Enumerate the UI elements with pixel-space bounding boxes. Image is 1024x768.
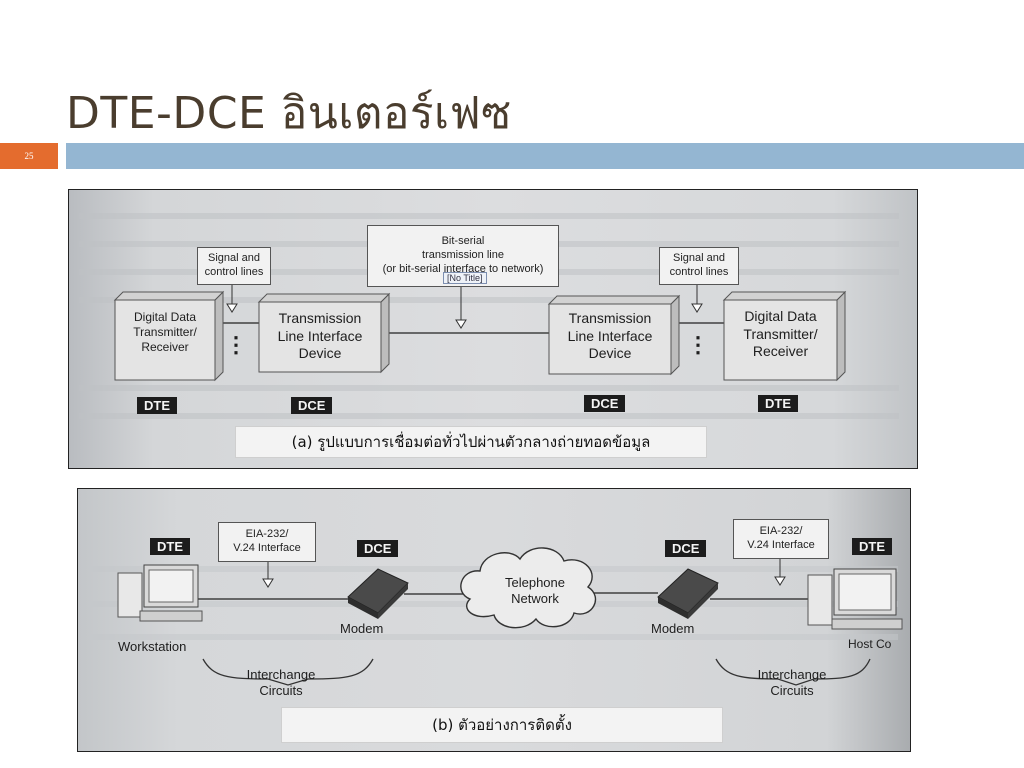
dte-left-tag: DTE bbox=[137, 397, 177, 414]
dte-left-tag: DTE bbox=[150, 538, 190, 555]
dce-right-tag: DCE bbox=[665, 540, 707, 557]
host-computer-icon bbox=[807, 568, 903, 630]
signal-lines-text: Signal and control lines bbox=[204, 252, 264, 278]
dots-right: ⋮ bbox=[687, 332, 709, 357]
interchange-circuits-right: Interchange Circuits bbox=[757, 667, 827, 699]
box-dce-right bbox=[547, 294, 681, 376]
signal-lines-text: Signal and control lines bbox=[669, 252, 729, 278]
slide-title: DTE-DCE อินเตอร์เฟซ bbox=[66, 88, 512, 139]
workstation-icon bbox=[117, 564, 203, 622]
interchange-circuits-left: Interchange Circuits bbox=[246, 667, 316, 699]
dce-left-box-label: Transmission Line Interface Device bbox=[277, 310, 363, 361]
box-dte-left bbox=[113, 290, 225, 382]
box-dce-left bbox=[257, 292, 391, 374]
dte-right-tag: DTE bbox=[852, 538, 892, 555]
signal-lines-callout-left: Signal and control lines bbox=[197, 247, 271, 285]
dots-left: ⋮ bbox=[225, 332, 247, 357]
host-computer-label: Host Co bbox=[848, 637, 892, 651]
no-title-tooltip: [No Title] bbox=[443, 272, 487, 284]
eia-callout-text: EIA-232/ V.24 Interface bbox=[233, 528, 301, 554]
callout-arrows bbox=[262, 557, 786, 588]
callout-arrows bbox=[226, 284, 703, 329]
figure-a-drawing bbox=[79, 213, 899, 419]
eia-callout-left: EIA-232/ V.24 Interface bbox=[218, 522, 316, 562]
modem-left-icon bbox=[347, 568, 409, 619]
page-number: 25 bbox=[0, 143, 58, 169]
eia-callout-text: EIA-232/ V.24 Interface bbox=[747, 525, 815, 551]
figure-b-drawing bbox=[88, 547, 903, 686]
figure-a-panel: Signal and control lines Bit-serial tran… bbox=[68, 189, 918, 469]
signal-lines-callout-right: Signal and control lines bbox=[659, 247, 739, 285]
modem-left-label: Modem bbox=[340, 621, 384, 636]
cloud-icon bbox=[460, 547, 597, 629]
dte-right-tag: DTE bbox=[758, 395, 798, 412]
dte-right-box-label: Digital Data Transmitter/ Receiver bbox=[743, 308, 818, 359]
bit-serial-text: Bit-serial transmission line (or bit-ser… bbox=[382, 235, 544, 275]
modem-right-label: Modem bbox=[651, 621, 695, 636]
telephone-network-label: Telephone Network bbox=[505, 575, 565, 607]
eia-callout-right: EIA-232/ V.24 Interface bbox=[733, 519, 829, 559]
brace-left bbox=[202, 658, 374, 686]
dce-left-tag: DCE bbox=[291, 397, 333, 414]
brace-right bbox=[715, 658, 871, 686]
workstation-label: Workstation bbox=[118, 639, 187, 654]
box-dte-right bbox=[722, 290, 847, 382]
dce-left-tag: DCE bbox=[357, 540, 399, 557]
figure-b-panel: DTE EIA-232/ V.24 Interface DCE Telephon… bbox=[77, 488, 911, 752]
figure-b-caption: (b) ตัวอย่างการติดตั้ง bbox=[281, 707, 723, 743]
dte-left-box-label: Digital Data Transmitter/ Receiver bbox=[133, 310, 197, 354]
dce-right-box-label: Transmission Line Interface Device bbox=[567, 310, 653, 361]
dce-right-tag: DCE bbox=[584, 395, 626, 412]
title-accent-bar bbox=[66, 143, 1024, 169]
modem-right-icon bbox=[657, 568, 719, 619]
figure-a-caption: (a) รูปแบบการเชื่อมต่อทั่วไปผ่านตัวกลางถ… bbox=[235, 426, 707, 458]
